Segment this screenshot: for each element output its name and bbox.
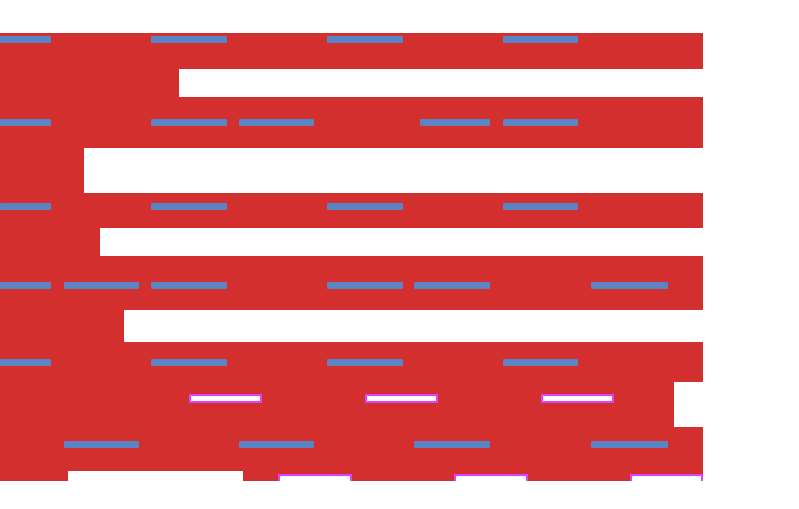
paragraph-gap: [100, 228, 703, 256]
paragraph-gap: [84, 148, 703, 193]
paragraph-gap: [124, 310, 703, 342]
redacted-text-bar[interactable]: [0, 119, 51, 126]
redacted-text-bar[interactable]: [327, 36, 403, 43]
redacted-text-bar[interactable]: [151, 36, 227, 43]
redacted-text-bar[interactable]: [151, 119, 227, 126]
redacted-text-bar[interactable]: [414, 282, 490, 289]
redacted-text-bar[interactable]: [503, 359, 578, 366]
page-title: Redacted Document: [0, 0, 1, 1]
redacted-text-bar[interactable]: [0, 282, 51, 289]
redacted-text-bar[interactable]: [0, 36, 51, 43]
redacted-text-bar[interactable]: [591, 441, 668, 448]
redacted-text-bar[interactable]: [503, 203, 578, 210]
flagged-redaction-box[interactable]: [365, 394, 438, 403]
paragraph-gap: [674, 382, 703, 427]
redacted-text-bar[interactable]: [151, 282, 227, 289]
redacted-text-bar[interactable]: [0, 359, 51, 366]
flagged-redaction-box[interactable]: [189, 394, 262, 403]
flagged-redaction-box[interactable]: [541, 394, 614, 403]
redacted-text-bar[interactable]: [420, 119, 490, 126]
redacted-text-bar[interactable]: [239, 119, 314, 126]
redacted-text-bar[interactable]: [64, 282, 139, 289]
redacted-text-bar[interactable]: [327, 282, 403, 289]
redacted-text-bar[interactable]: [503, 36, 578, 43]
redacted-text-bar[interactable]: [0, 203, 51, 210]
primary-redaction-region[interactable]: [0, 33, 703, 481]
redacted-text-bar[interactable]: [64, 441, 139, 448]
redacted-text-bar[interactable]: [327, 203, 403, 210]
paragraph-gap: [179, 69, 703, 97]
redacted-text-bar[interactable]: [239, 441, 314, 448]
redacted-text-bar[interactable]: [414, 441, 490, 448]
redacted-text-bar[interactable]: [591, 282, 668, 289]
redacted-text-bar[interactable]: [151, 359, 227, 366]
view-label: Redaction Overlay: [0, 0, 1, 1]
redacted-text-bar[interactable]: [327, 359, 403, 366]
redacted-text-bar[interactable]: [151, 203, 227, 210]
page-right-margin: [703, 0, 799, 509]
page-bottom-margin: [0, 481, 799, 509]
redacted-text-bar[interactable]: [503, 119, 578, 126]
